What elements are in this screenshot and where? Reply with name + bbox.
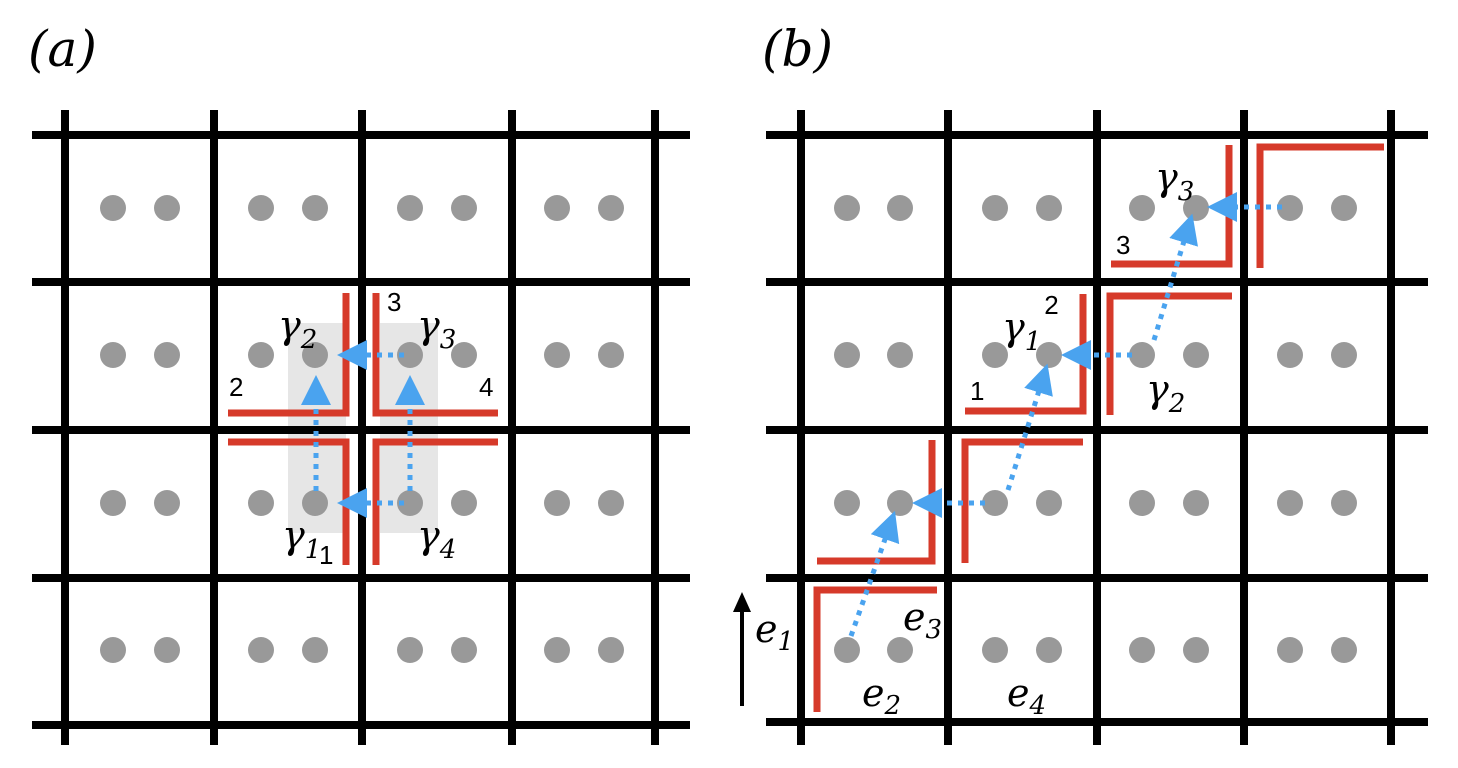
string-operators bbox=[813, 143, 1384, 712]
panel-b-label: (b) bbox=[762, 20, 833, 78]
direction-arrow bbox=[733, 592, 751, 706]
string-endpoint-number: 2 bbox=[229, 372, 243, 402]
site-dot bbox=[834, 195, 860, 221]
site-dot bbox=[154, 490, 180, 516]
site-dot bbox=[1277, 195, 1303, 221]
site-dot bbox=[1183, 342, 1209, 368]
hopping-arrows bbox=[301, 340, 425, 518]
edge-label: e2 bbox=[862, 671, 901, 721]
site-dot bbox=[982, 490, 1008, 516]
site-dot bbox=[451, 490, 477, 516]
site-dot bbox=[982, 637, 1008, 663]
string-endpoint-number: 3 bbox=[387, 287, 401, 317]
site-dot bbox=[544, 637, 570, 663]
site-dot bbox=[982, 342, 1008, 368]
site-dot bbox=[248, 490, 274, 516]
site-dot bbox=[1331, 637, 1357, 663]
site-dot bbox=[397, 342, 423, 368]
site-dot bbox=[887, 490, 913, 516]
string-endpoint-number: 1 bbox=[970, 376, 984, 406]
site-dot bbox=[1331, 342, 1357, 368]
site-dot bbox=[248, 195, 274, 221]
gamma-label: γ1 bbox=[282, 513, 321, 565]
site-dot bbox=[887, 637, 913, 663]
site-dot bbox=[598, 490, 624, 516]
site-dot bbox=[302, 490, 328, 516]
site-dot bbox=[1036, 637, 1062, 663]
site-dot bbox=[834, 490, 860, 516]
edge-label: e1 bbox=[755, 607, 794, 657]
site-dot bbox=[397, 637, 423, 663]
site-dot bbox=[154, 637, 180, 663]
site-dot bbox=[302, 637, 328, 663]
edge-label: e4 bbox=[1007, 671, 1046, 721]
site-dot bbox=[1036, 490, 1062, 516]
site-dot bbox=[154, 342, 180, 368]
site-dot bbox=[598, 637, 624, 663]
string-operators bbox=[228, 293, 498, 565]
panel-a-label: (a) bbox=[28, 20, 97, 78]
site-dot bbox=[1129, 637, 1155, 663]
site-dot bbox=[1036, 342, 1062, 368]
edge-label: e3 bbox=[903, 595, 942, 645]
site-dot bbox=[834, 342, 860, 368]
gamma-label: γ3 bbox=[1155, 155, 1194, 207]
gamma-label: γ2 bbox=[1146, 367, 1185, 419]
panel-b: γ3 γ12 γ2 3 1 e1 e2 e3 e4 bbox=[733, 110, 1428, 745]
site-dot bbox=[248, 342, 274, 368]
lattice-grid bbox=[32, 110, 690, 745]
string-endpoint-number: 3 bbox=[1116, 230, 1130, 260]
site-dot bbox=[1277, 342, 1303, 368]
site-dot bbox=[100, 342, 126, 368]
gamma-label: γ2 bbox=[278, 303, 317, 355]
site-dot bbox=[834, 637, 860, 663]
site-dot bbox=[248, 637, 274, 663]
site-dot bbox=[1277, 490, 1303, 516]
site-dot bbox=[100, 637, 126, 663]
site-dot bbox=[982, 195, 1008, 221]
lattice-grid bbox=[766, 110, 1428, 745]
site-dot bbox=[1036, 195, 1062, 221]
site-dot bbox=[1129, 342, 1155, 368]
site-dot bbox=[100, 490, 126, 516]
site-dot bbox=[544, 490, 570, 516]
gamma-label: γ12 bbox=[1002, 290, 1059, 357]
site-dot bbox=[1183, 637, 1209, 663]
site-dot bbox=[397, 490, 423, 516]
site-dot bbox=[154, 195, 180, 221]
site-dot bbox=[887, 342, 913, 368]
site-dot bbox=[544, 342, 570, 368]
site-dot bbox=[1129, 195, 1155, 221]
site-dot bbox=[1331, 195, 1357, 221]
site-dot bbox=[397, 195, 423, 221]
string-endpoint-number: 4 bbox=[479, 372, 493, 402]
panel-a: γ2 γ3 γ1 γ4 2 3 4 1 bbox=[32, 110, 690, 745]
gamma-label: γ3 bbox=[417, 303, 456, 355]
site-dot bbox=[887, 195, 913, 221]
gamma-label: γ4 bbox=[417, 513, 456, 565]
site-dot bbox=[1331, 490, 1357, 516]
site-dots bbox=[100, 195, 624, 663]
site-dot bbox=[1129, 490, 1155, 516]
site-dot bbox=[1183, 490, 1209, 516]
site-dot bbox=[598, 195, 624, 221]
hopping-arrows bbox=[848, 192, 1282, 637]
site-dot bbox=[302, 342, 328, 368]
site-dot bbox=[544, 195, 570, 221]
site-dot bbox=[302, 195, 328, 221]
string-endpoint-number: 1 bbox=[319, 540, 333, 570]
site-dot bbox=[598, 342, 624, 368]
site-dot bbox=[100, 195, 126, 221]
site-dot bbox=[451, 342, 477, 368]
site-dot bbox=[1277, 637, 1303, 663]
site-dot bbox=[451, 637, 477, 663]
site-dots bbox=[834, 195, 1357, 663]
site-dot bbox=[451, 195, 477, 221]
